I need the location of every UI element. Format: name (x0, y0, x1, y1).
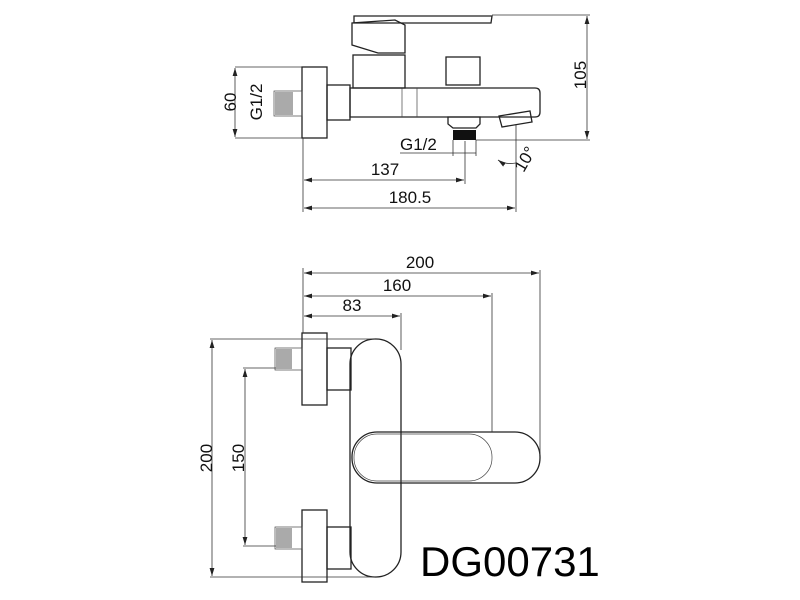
model-code: DG00731 (420, 538, 600, 585)
dim-200-height: 200 (197, 444, 216, 472)
connector-top (326, 347, 352, 391)
thread-top (274, 347, 303, 371)
valve-body-front (349, 338, 402, 578)
dim-137: 137 (371, 160, 399, 179)
wall-flange-bottom (301, 509, 328, 583)
wall-flange (301, 66, 328, 139)
lever-handle (351, 19, 406, 54)
cartridge-housing (352, 54, 406, 89)
dim-200-width: 200 (406, 253, 434, 272)
connector (326, 84, 351, 121)
thread-bottom (274, 526, 303, 550)
inlet-thread (273, 90, 303, 117)
dim-60: 60 (221, 93, 240, 112)
handle-outer (351, 431, 541, 484)
wall-flange-top (301, 332, 328, 406)
dim-83: 83 (343, 296, 362, 315)
front-view: 200 160 83 200 150 (197, 253, 541, 583)
lever-top (353, 15, 493, 24)
side-view: 60 G1/2 105 G1/2 10° 137 180.5 (221, 14, 590, 212)
outlet-thread (453, 130, 476, 140)
inlet-thread-label: G1/2 (247, 84, 266, 121)
valve-body (349, 87, 541, 118)
dim-150: 150 (229, 444, 248, 472)
handle-inner (353, 433, 493, 482)
angle-label: 10° (511, 143, 540, 175)
outlet-thread-label: G1/2 (400, 135, 437, 154)
spout-tip (498, 110, 533, 128)
connector-bottom (326, 526, 352, 570)
dim-105: 105 (571, 61, 590, 89)
outlet-stem (447, 116, 481, 129)
dim-160: 160 (383, 276, 411, 295)
diverter-knob (445, 56, 481, 86)
dim-180-5: 180.5 (389, 188, 432, 207)
thread-hatch (275, 92, 293, 115)
